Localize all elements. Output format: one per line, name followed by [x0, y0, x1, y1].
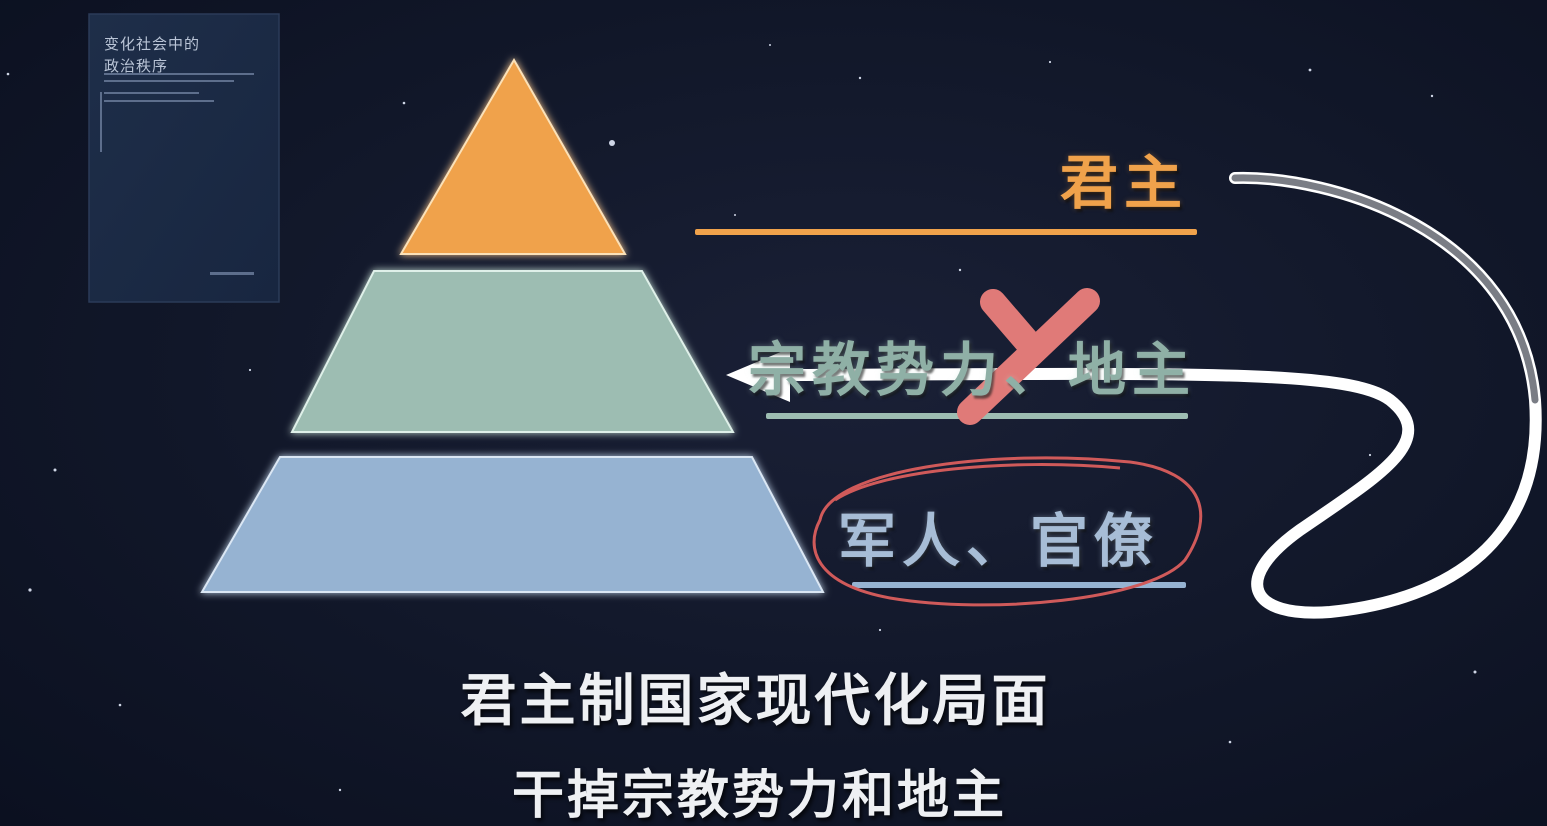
- star: [402, 101, 406, 105]
- star: [1368, 453, 1372, 457]
- star: [1430, 94, 1434, 98]
- book-fine-print: [100, 73, 254, 275]
- star: [878, 628, 882, 632]
- star: [734, 214, 736, 216]
- star: [6, 72, 10, 76]
- circle-stroke-overlap: [834, 463, 1121, 502]
- star: [53, 468, 57, 472]
- star: [858, 76, 862, 80]
- subtitle-line-2: 干掉宗教势力和地主: [511, 766, 1007, 826]
- tier-label-military-bureaucracy: 军人、官僚: [838, 507, 1159, 575]
- pyramid-tier-middle: [290, 270, 735, 433]
- curve-arrow: [726, 171, 1542, 619]
- book-title-line2: 政治秩序: [104, 57, 169, 75]
- cross-mark: [957, 288, 1100, 425]
- circle-stroke: [812, 456, 1203, 607]
- book-side-line: [100, 92, 102, 152]
- tier-label-monarch: 君主: [1060, 149, 1189, 217]
- star: [958, 268, 962, 272]
- star: [769, 44, 771, 46]
- book-cover: [88, 13, 280, 303]
- pyramid-tier-bottom: [200, 456, 825, 593]
- book-text-line: [104, 92, 199, 94]
- cross-stroke-short: [980, 289, 1043, 358]
- star: [1473, 670, 1477, 674]
- star: [1048, 60, 1052, 64]
- book-title-line1: 变化社会中的: [104, 35, 201, 53]
- highlight-circle: [812, 456, 1203, 607]
- book-publisher-mark: [210, 272, 254, 275]
- tier-underlines: [695, 229, 1197, 588]
- book-text-line: [104, 100, 214, 102]
- star: [1308, 68, 1312, 72]
- star: [28, 588, 32, 592]
- pyramid: [200, 57, 825, 593]
- book-cover-panel: [88, 13, 280, 303]
- book-text-line: [104, 80, 234, 82]
- star: [609, 140, 615, 146]
- star: [1228, 740, 1232, 744]
- pyramid-tier-top: [399, 57, 627, 255]
- star: [248, 368, 252, 372]
- star: [338, 788, 342, 792]
- tier-label-religion-landlord: 宗教势力、地主: [748, 336, 1197, 404]
- underline-bottom: [852, 582, 1186, 588]
- star: [118, 703, 122, 707]
- book-text-line: [104, 73, 254, 75]
- arrow-taper: [1231, 174, 1539, 404]
- subtitle-line-1: 君主制国家现代化局面: [460, 669, 1051, 734]
- underline-top: [695, 229, 1197, 235]
- arrow-head: [726, 348, 790, 402]
